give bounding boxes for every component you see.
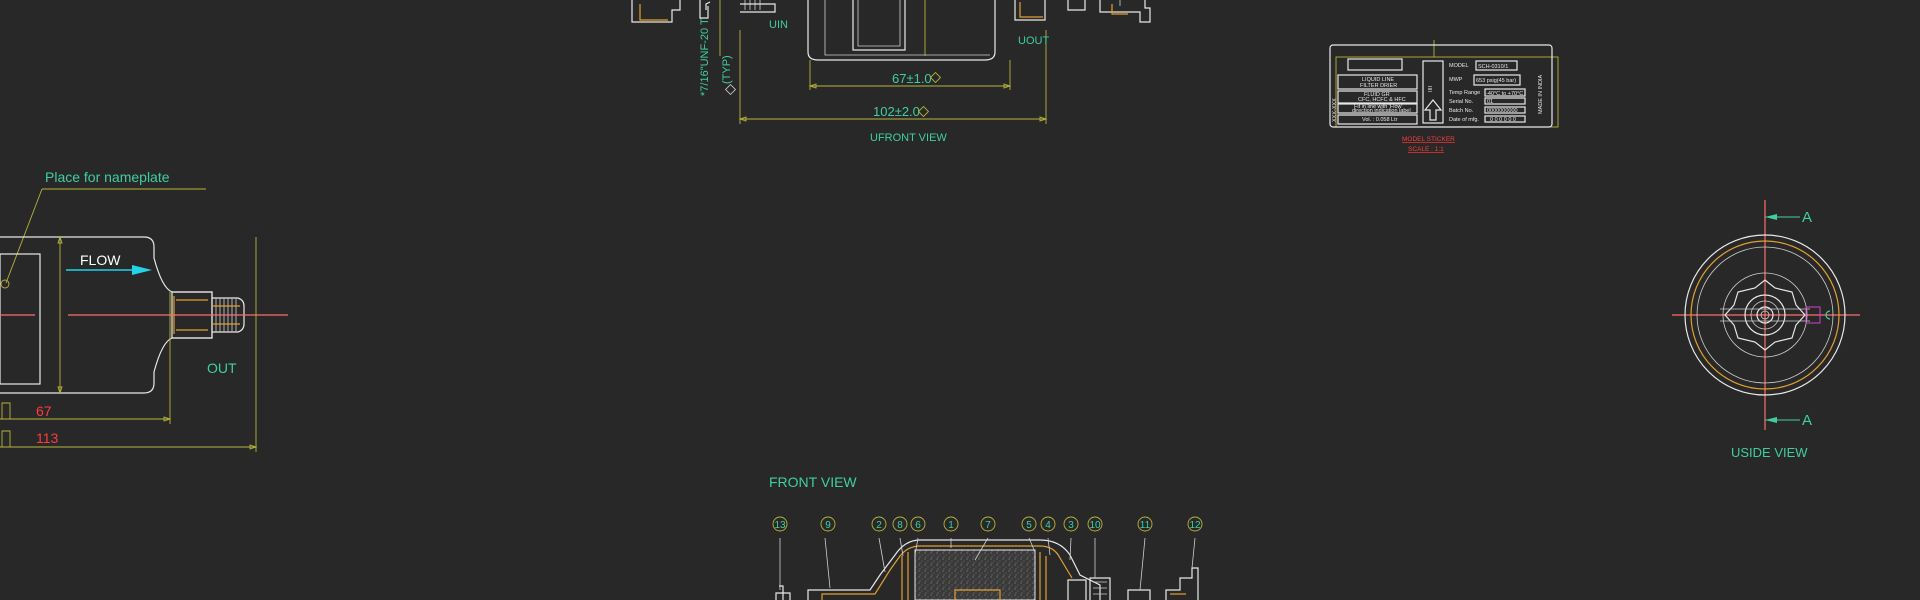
balloon-7 [980,516,996,532]
balloon-label-11: 11 [1140,520,1151,531]
typ-note: (TYP) [721,55,733,84]
balloon-label-5: 5 [1026,520,1032,531]
dim-67-tolerance: 67±1.0 [892,71,932,86]
temp-label: Temp Range [1449,90,1480,96]
balloon-8 [892,516,908,532]
left-side-view: Place for nameplate FLOW OUT 67 [0,169,288,452]
balloon-5 [1021,516,1037,532]
flow-arrow-icon [1423,99,1443,121]
dim-102-tolerance: 102±2.0 [873,104,920,119]
balloon-2 [871,516,887,532]
balloon-label-3: 3 [1068,520,1074,531]
front-view-title: FRONT VIEW [769,474,857,490]
mwp-value: 653 psig(45 bar) [1476,78,1516,84]
balloon-6 [910,516,926,532]
balloon-1 [943,516,959,532]
batch-value: 0000000000 [1487,108,1518,114]
model-label: MODEL [1449,63,1469,69]
balloon-11 [1137,516,1153,532]
caution-line-1: Fit in line with 'Flow' [1354,104,1403,110]
batch-label: Batch No. [1449,108,1474,114]
bottom-front-view: FRONT VIEW 13 9 2 8 6 1 7 5 4 3 10 11 12 [769,474,1203,600]
product-line-2: FILTER DRIER [1360,83,1397,89]
made-in-text: MADE IN INDIA [1538,75,1544,114]
svg-text:IIII: IIII [1428,85,1434,92]
top-fittings [631,0,1151,23]
balloon-4 [1040,516,1056,532]
mwp-label: MWP [1449,77,1463,83]
product-line-1: LIQUID LINE [1362,77,1394,83]
part-balloons: 13 9 2 8 6 1 7 5 4 3 10 11 12 [772,516,1203,532]
balloon-label-10: 10 [1089,520,1101,531]
balloon-9 [820,516,836,532]
balloon-10 [1087,516,1103,532]
right-side-view: A A USIDE VIEW [1672,200,1860,460]
serial-label: Serial No. [1449,99,1474,105]
balloon-label-7: 7 [985,520,991,531]
section-marker-top: A [1802,209,1812,226]
balloon-label-1: 1 [948,520,954,531]
model-value: SCH-0310/1 [1478,64,1508,70]
date-label: Date of mfg. [1449,117,1479,123]
balloon-13 [772,516,788,532]
label-out: UOUT [1018,35,1049,47]
sticker-scale: SCALE : 1:1 [1408,146,1444,153]
section-marker-bottom: A [1802,412,1812,429]
view-title-front: UFRONT VIEW [870,132,947,144]
balloon-label-6: 6 [915,520,921,531]
fluid-line-2: CFC, HCFC & HFC [1358,97,1406,103]
label-in: UIN [769,19,788,31]
volume-text: Vol. : 0.058 Ltr [1362,117,1398,123]
balloon-label-4: 4 [1045,520,1051,531]
balloon-3 [1063,516,1079,532]
dim-67: 67 [36,403,52,419]
top-front-view: 67±1.0 102±2.0 UIN UOUT *7/16"UNF-20 T (… [631,0,1151,144]
balloon-12 [1187,516,1203,532]
view-title-side: USIDE VIEW [1731,445,1808,460]
fluid-line-1: FLUID GR [1364,92,1390,98]
model-sticker: XXX-XXX LIQUID LINE FILTER DRIER FLUID G… [1329,40,1559,153]
caution-line-2: direction indication label [1352,108,1411,114]
flow-label: FLOW [80,252,121,268]
temp-value: -40°C to +70°C [1486,91,1523,97]
place-for-nameplate-note: Place for nameplate [45,169,170,185]
out-label: OUT [207,360,237,376]
balloon-label-8: 8 [897,520,903,531]
balloon-label-13: 13 [774,520,786,531]
thread-note: *7/16"UNF-20 T [699,18,711,96]
sticker-title: MODEL STICKER [1402,136,1455,143]
balloon-label-9: 9 [825,520,831,531]
dim-113: 113 [36,430,59,446]
balloon-label-12: 12 [1189,520,1201,531]
flow-arrow-icon [132,265,152,275]
sticker-side-code: XXX-XXX [1332,98,1338,122]
date-value: 0 0 0 0 0 0 [1490,117,1516,123]
serial-value: 01 [1487,99,1493,105]
balloon-label-2: 2 [876,520,882,531]
